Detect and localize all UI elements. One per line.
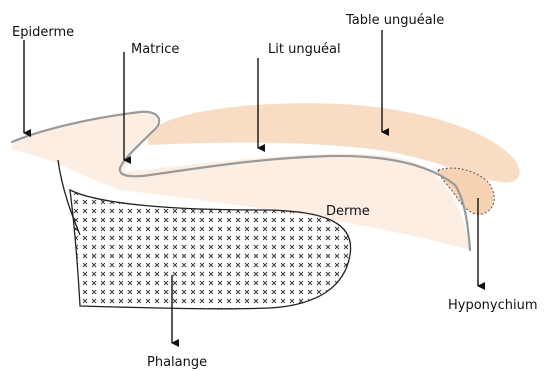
label-table-ungueale: Table unguéale [345,13,444,28]
label-hyponychium: Hyponychium [448,298,538,313]
label-lit-ungueal: Lit unguéal [268,42,341,57]
label-derme: Derme [326,204,370,219]
label-matrice: Matrice [131,42,179,57]
label-epiderme: Epiderme [12,25,74,40]
label-phalange: Phalange [147,355,207,370]
